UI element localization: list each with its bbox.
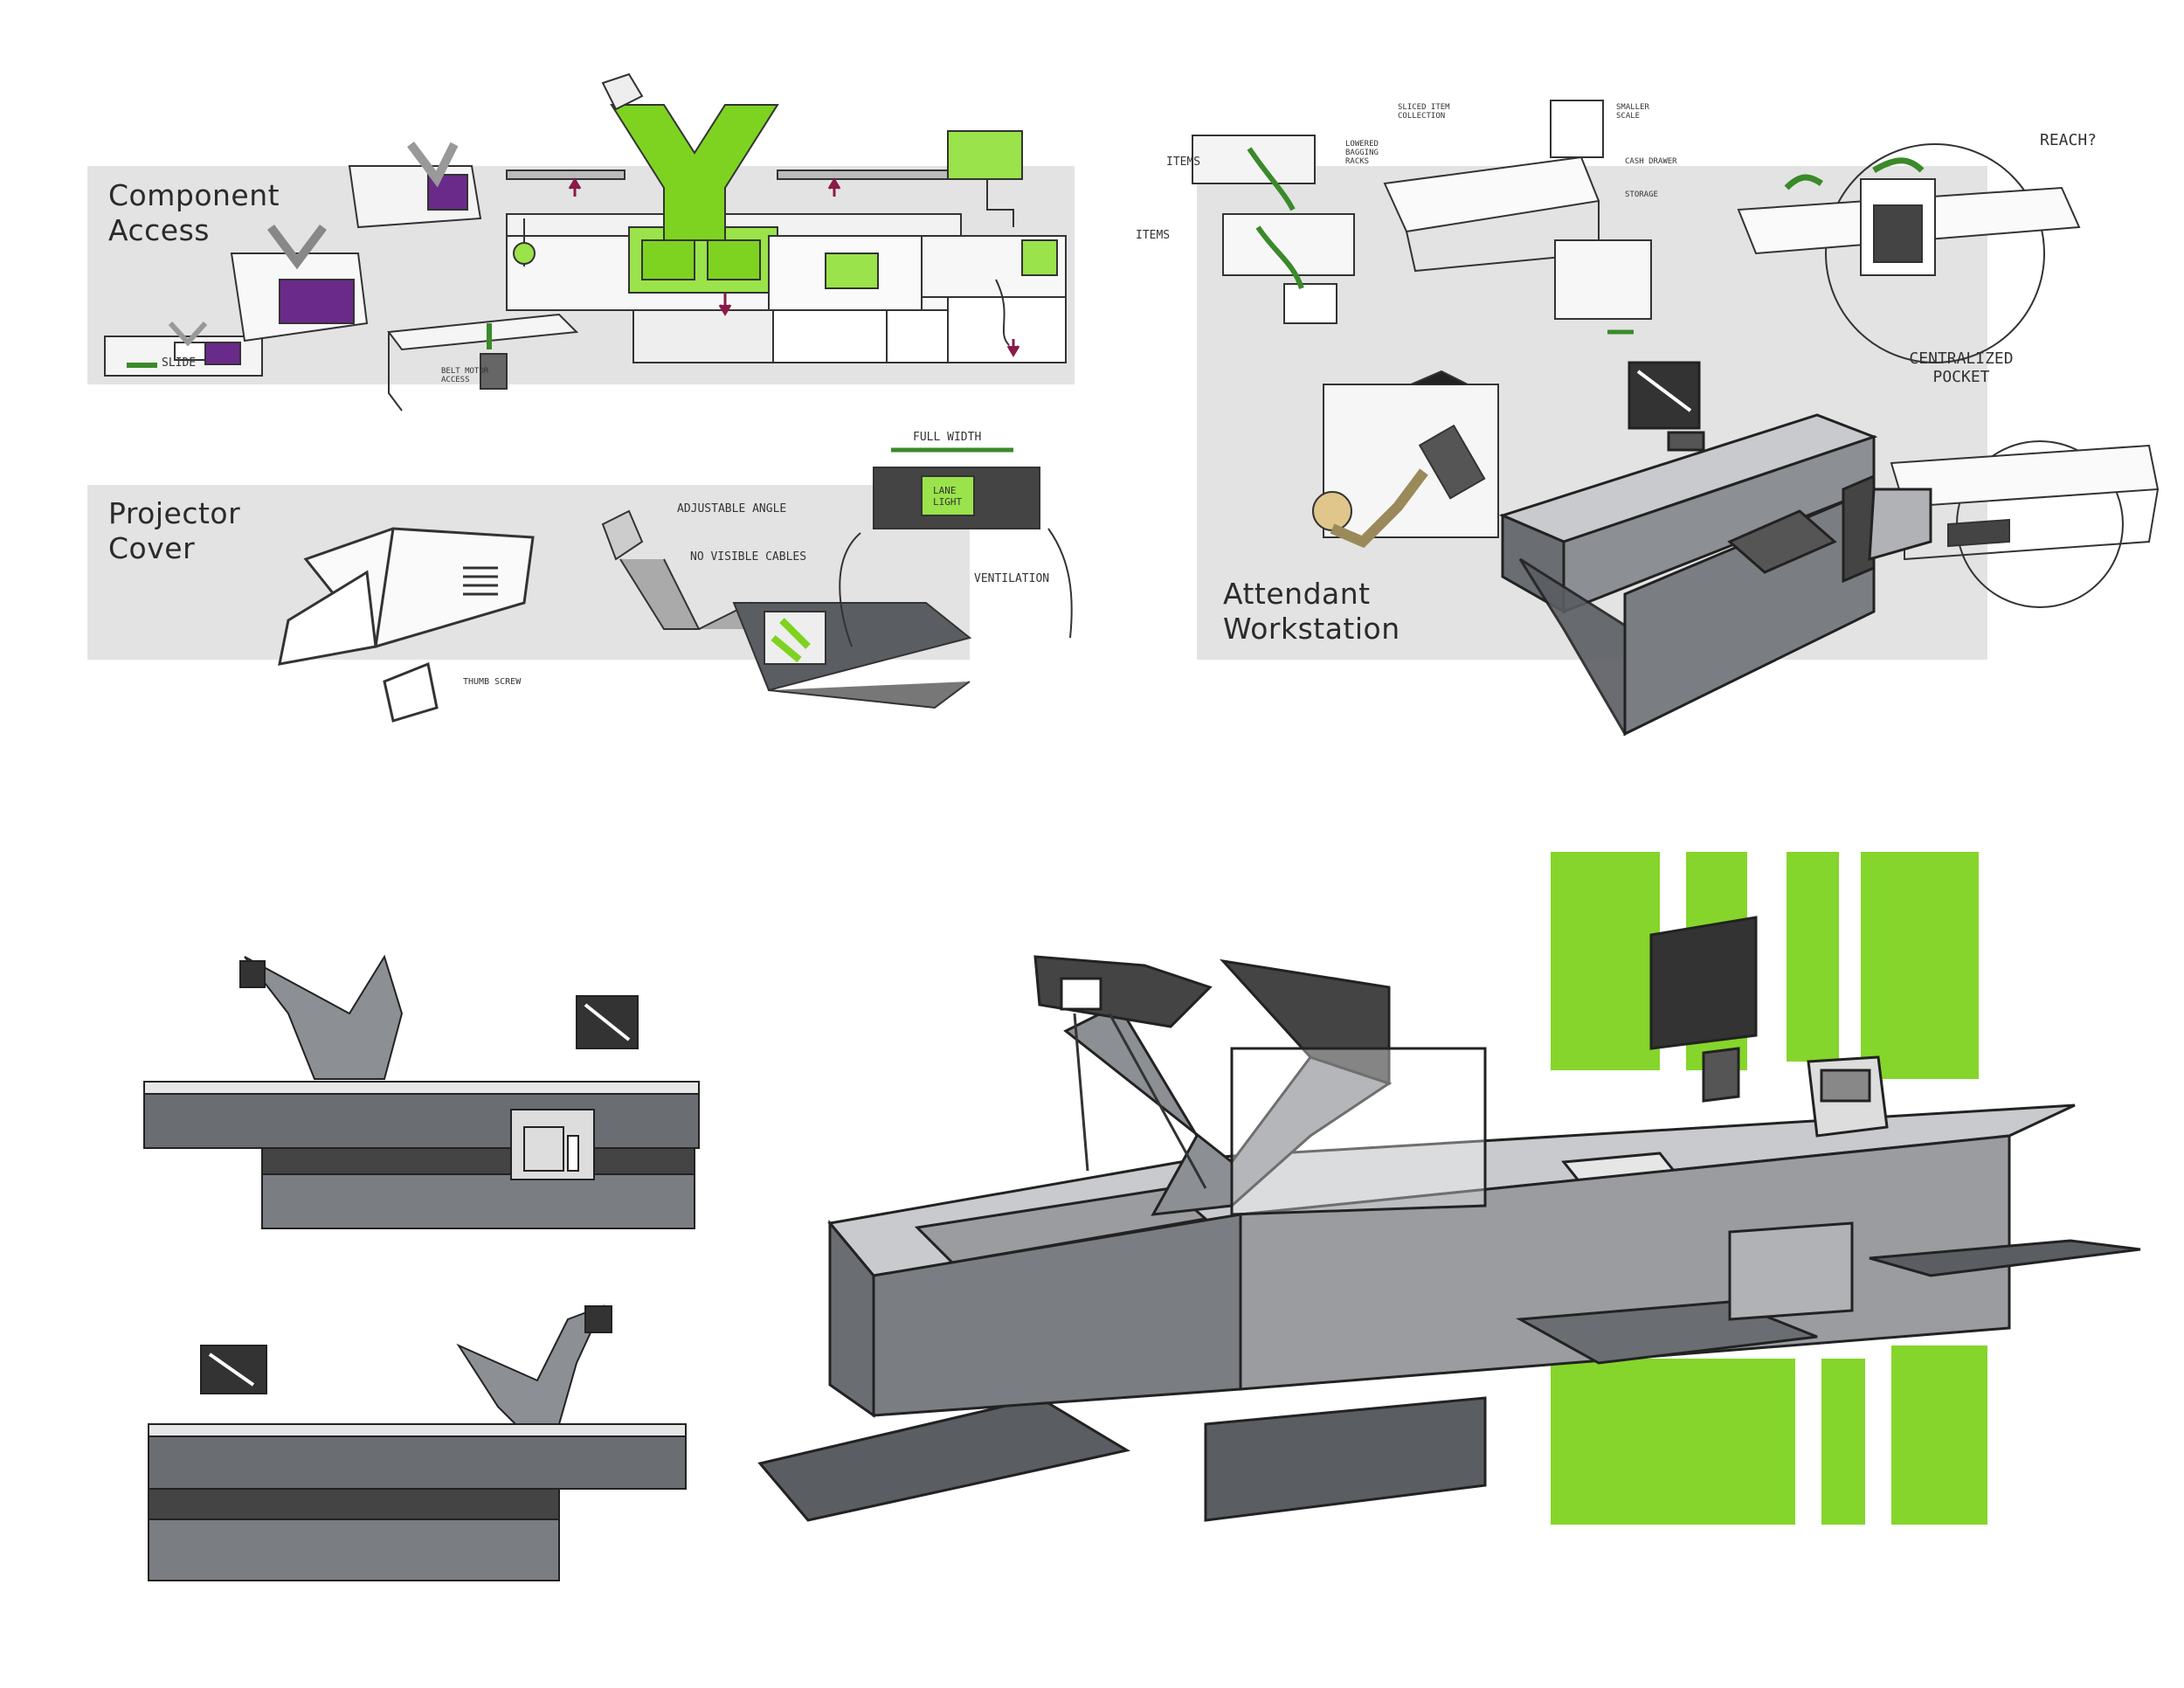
label-line: Cover	[108, 531, 196, 565]
annotation-belt-motor: BELT MOTOR ACCESS	[441, 367, 489, 384]
annotation-reach: REACH?	[2040, 131, 2098, 149]
label-line: Projector	[108, 496, 241, 530]
label-line: Component	[108, 178, 280, 212]
annotation-sliced-item-collection: SLICED ITEM COLLECTION	[1398, 103, 1450, 121]
annotation-full-width: FULL WIDTH	[913, 431, 982, 444]
annotation-items-1: ITEMS	[1166, 156, 1201, 169]
annotation-cash-drawer: CASH DRAWER	[1625, 157, 1677, 166]
annotation-adjustable-angle: ADJUSTABLE ANGLE	[677, 502, 787, 515]
annotation-smaller-scale: SMALLER SCALE	[1616, 103, 1649, 121]
section-label-attendant-workstation: Attendant Workstation	[1223, 577, 1400, 647]
annotation-ventilation: VENTILATION	[974, 572, 1050, 585]
side-elevation-top	[143, 954, 700, 1229]
annotation-thumb-screw: THUMB SCREW	[463, 677, 522, 687]
access-arrows	[568, 177, 1020, 357]
annotation-lowered-bagging-racks: LOWERED BAGGING RACKS	[1345, 140, 1379, 166]
annotation-lane-light: LANE LIGHT	[933, 485, 963, 508]
elevation-sketch	[506, 130, 1067, 363]
scanner-y-green	[610, 104, 779, 241]
annotation-no-visible-cables: NO VISIBLE CABLES	[690, 550, 807, 564]
annotation-items-2: ITEMS	[1136, 229, 1171, 242]
label-line: Access	[108, 213, 210, 247]
label-line: Attendant	[1223, 577, 1371, 611]
belt-motor-sketch	[387, 313, 579, 412]
annotation-storage: STORAGE	[1625, 190, 1658, 199]
module-unit-sketch	[104, 142, 482, 377]
annotation-slide: SLIDE	[162, 356, 197, 370]
section-label-component-access: Component Access	[108, 178, 280, 248]
projector-head-sketch	[601, 73, 644, 111]
annotation-centralized-pocket: CENTRALIZED POCKET	[1909, 349, 2014, 386]
main-perspective-render	[757, 916, 2141, 1522]
section-label-projector-cover: Projector Cover	[108, 496, 240, 566]
side-elevation-bottom	[148, 1304, 687, 1581]
label-line: Workstation	[1223, 612, 1400, 646]
